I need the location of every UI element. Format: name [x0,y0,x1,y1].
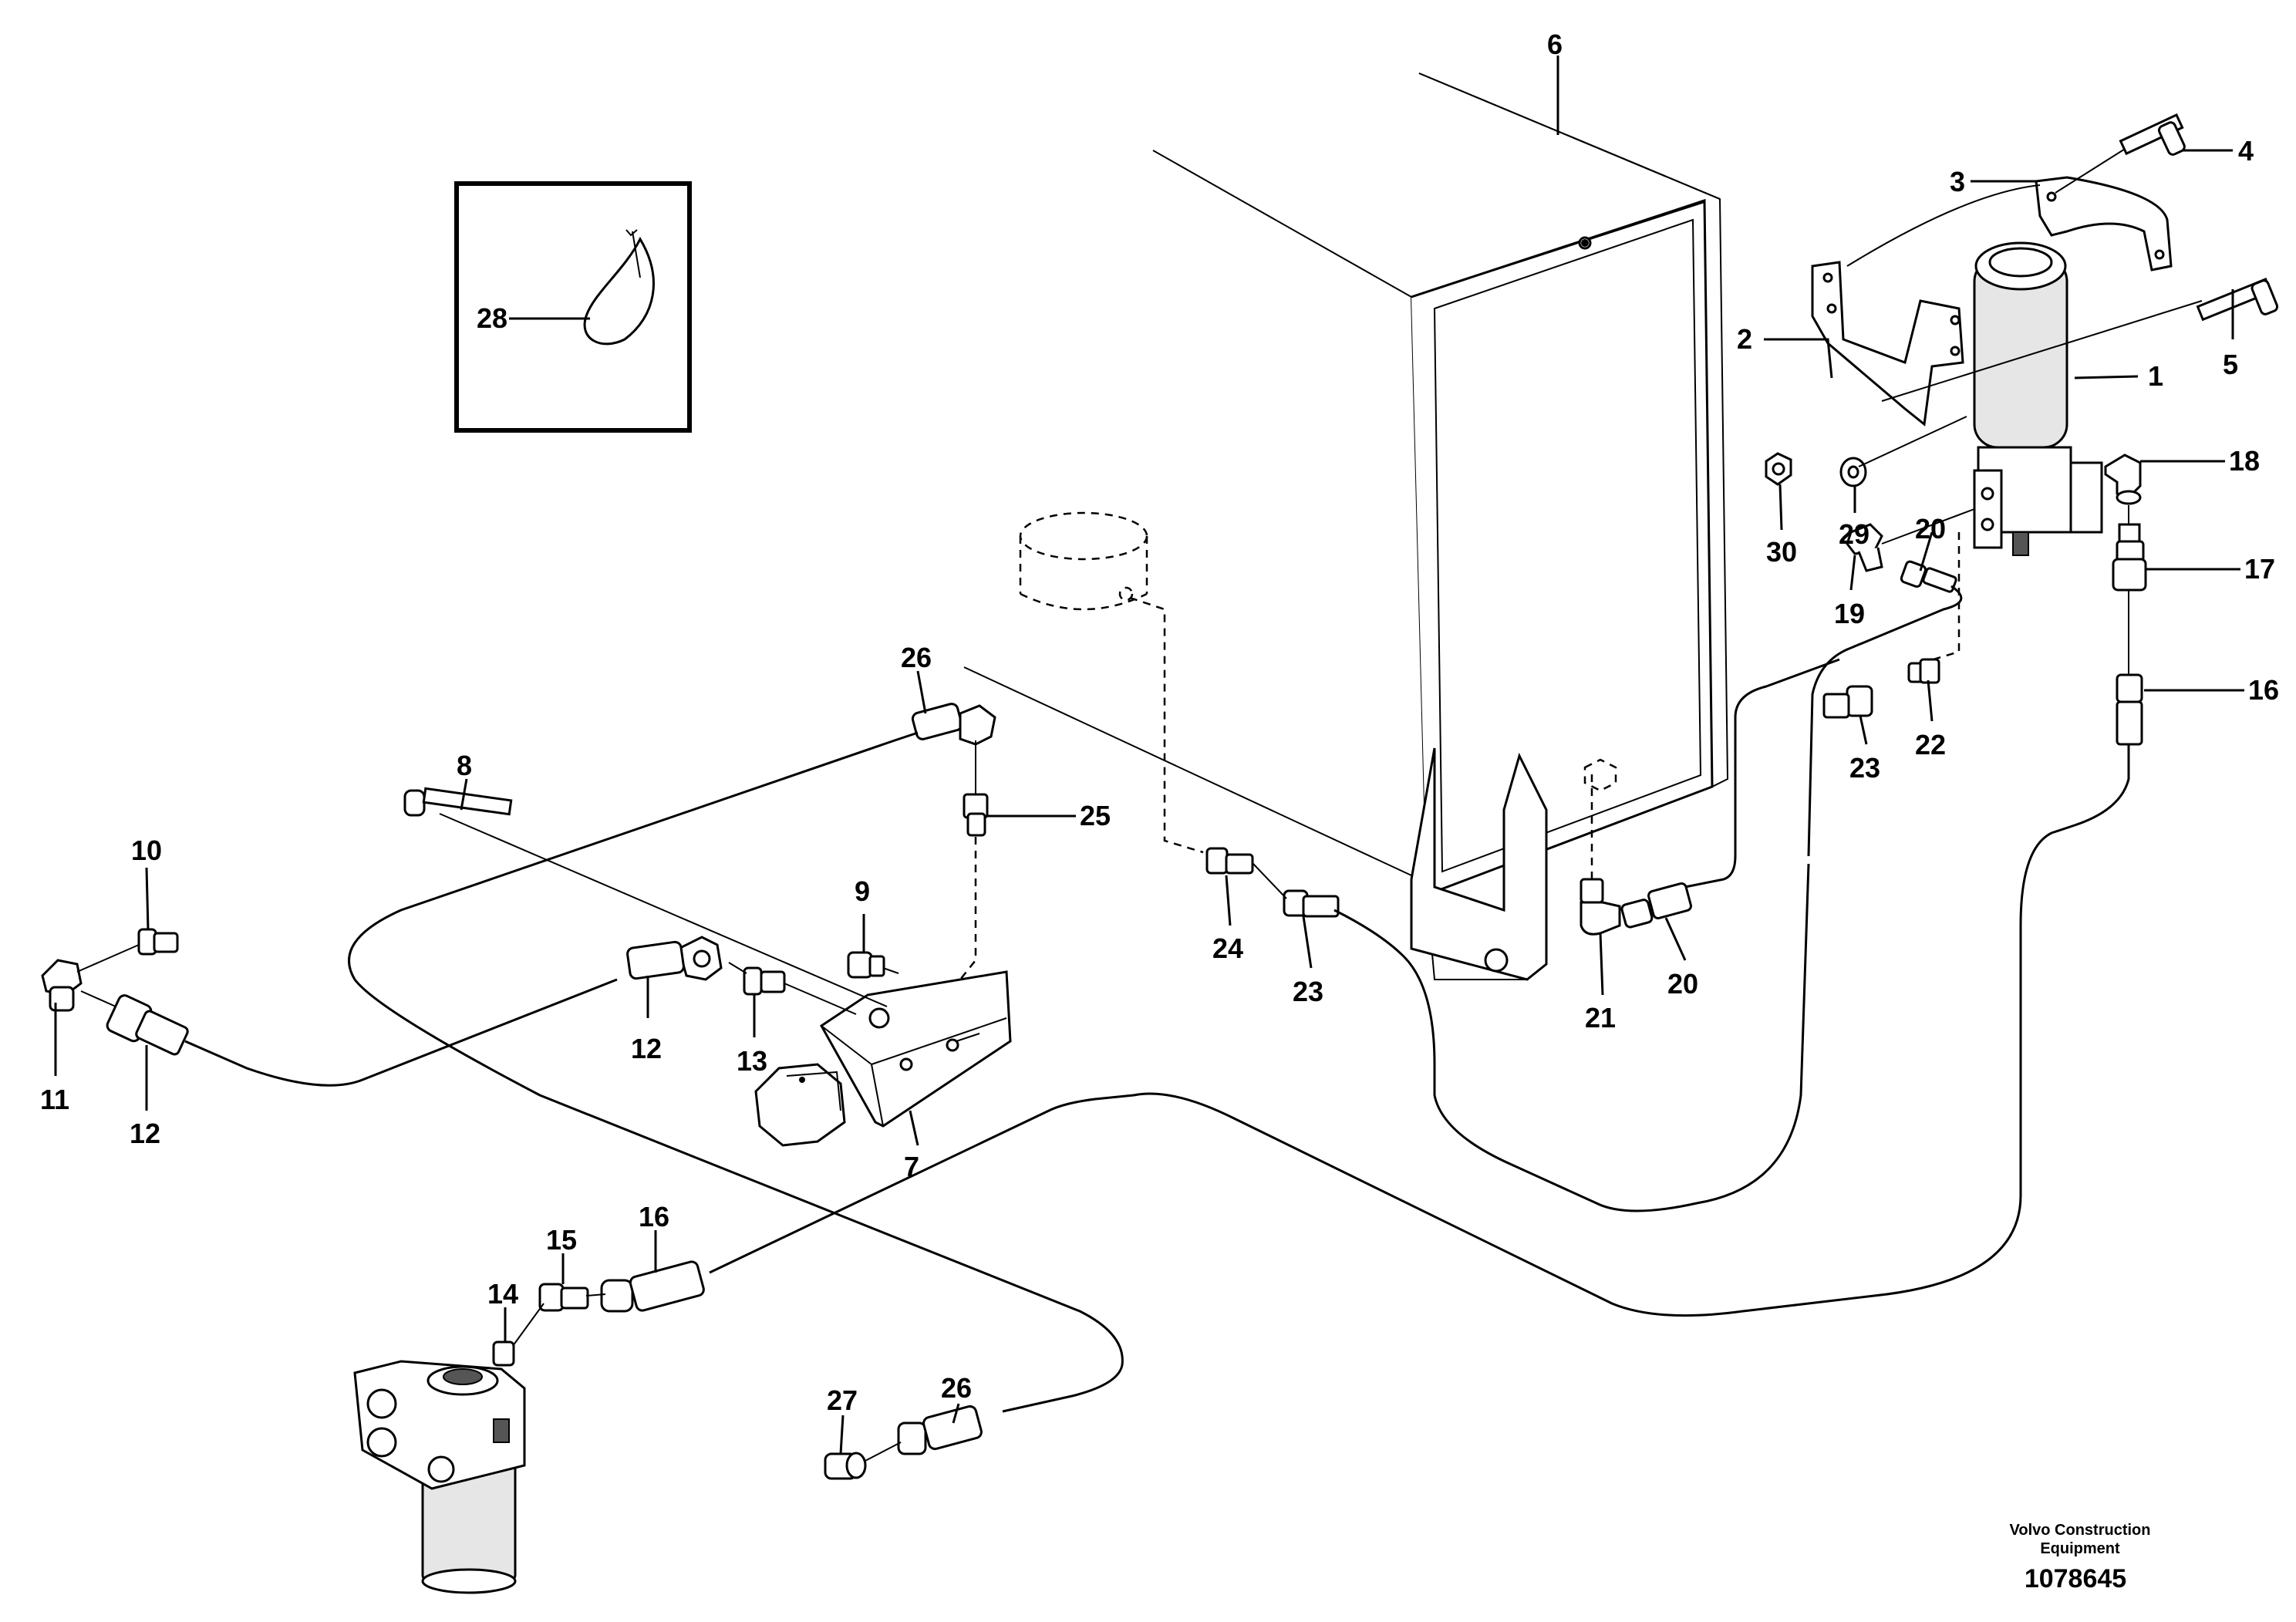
callout-16a: 16 [639,1201,669,1233]
callout-27: 27 [827,1384,858,1416]
callout-14: 14 [487,1278,518,1310]
callout-21: 21 [1585,1002,1616,1034]
cable-tie-icon [583,229,655,346]
publisher-credit: Volvo Construction Equipment [1957,1521,2203,1558]
inset-box [454,181,692,433]
callout-20a: 20 [1915,513,1946,545]
clamp-bracket-3 [1846,176,2173,271]
callout-12b: 12 [130,1118,160,1149]
elbow-fitting-11 [41,959,83,1012]
fitting-15 [538,1283,589,1312]
leader-lines [54,56,2244,1455]
publisher-line-1: Volvo Construction [2009,1522,2151,1539]
elbow-fitting-18 [2104,454,2142,505]
adapter-17 [2112,523,2147,592]
hose-end-26b [897,1404,983,1455]
hose-end-20a [1900,560,1957,593]
fitting-24 [1205,847,1254,875]
nut-30 [1765,452,1792,486]
callout-3: 3 [1950,166,1965,197]
hydraulic-tank [1152,73,1729,981]
callout-22: 22 [1915,729,1946,760]
filter-assembly [1973,241,2103,556]
fitting-10 [137,928,179,956]
callout-20b: 20 [1667,968,1698,1000]
drawing-number: 1078645 [2024,1564,2127,1593]
callout-26a: 26 [901,642,932,673]
fitting-13 [743,966,786,996]
callout-30: 30 [1766,536,1797,568]
callout-6: 6 [1547,29,1563,60]
elbow-fitting-19 [1846,523,1883,572]
washer-29 [1839,457,1867,487]
plug-9 [847,951,885,979]
callout-15: 15 [546,1224,577,1256]
callout-16b: 16 [2248,674,2279,706]
callout-23a: 23 [1849,752,1880,784]
elbow-fitting-21 [1580,878,1621,936]
publisher-line-2: Equipment [2040,1540,2120,1557]
hose-end-23a [1822,685,1873,719]
fitting-22 [1907,658,1940,684]
callout-10: 10 [131,835,162,866]
fitting-25 [963,793,989,837]
fitting-14 [492,1340,515,1367]
filler-cap-outline [1019,511,1204,854]
hose-end-16b [600,1260,705,1313]
hose-fitting-16a [2116,673,2143,746]
callout-12a: 12 [631,1033,662,1064]
callout-19: 19 [1834,598,1865,629]
bolt-5 [1881,278,2279,402]
callout-7: 7 [904,1151,919,1182]
elbow-fitting-27 [824,1452,867,1480]
callout-25: 25 [1080,800,1111,831]
callout-11: 11 [40,1084,69,1115]
callout-24: 24 [1212,932,1243,964]
callout-28: 28 [477,302,507,334]
callout-29: 29 [1839,518,1870,550]
hose-end-20b [1620,882,1692,929]
valve-block-7 [754,970,1012,1147]
callout-4: 4 [2238,135,2254,167]
callout-18: 18 [2229,445,2260,477]
hose-end-12b [106,994,189,1056]
tank-port-outline [1583,758,1617,792]
callout-1: 1 [2148,360,2163,392]
bolt-4 [2055,113,2186,194]
callout-26b: 26 [941,1372,972,1404]
hose-end-12a [626,936,723,981]
callout-8: 8 [457,750,472,781]
bolt-8 [403,787,513,817]
callout-5: 5 [2223,349,2238,380]
callout-23b: 23 [1293,976,1323,1007]
callout-9: 9 [855,875,870,907]
callout-17: 17 [2244,553,2275,585]
hose-end-23b [1283,889,1340,918]
callout-2: 2 [1737,323,1752,355]
steering-unit [353,1360,526,1594]
callout-13: 13 [737,1045,767,1077]
